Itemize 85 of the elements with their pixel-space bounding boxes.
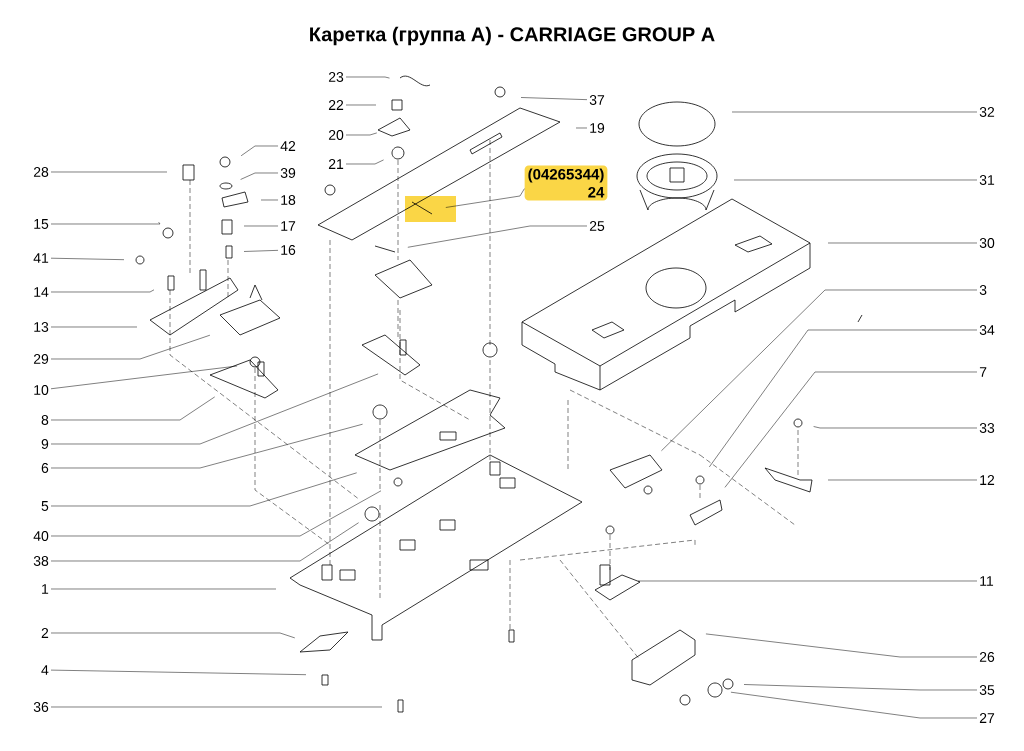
leader-line [50, 257, 125, 260]
callout-number: 6 [41, 463, 49, 473]
leader-line [705, 633, 978, 658]
leader-line [709, 329, 978, 468]
leader-line [813, 426, 978, 429]
callout-number: 39 [280, 168, 296, 178]
leader-line [345, 132, 378, 136]
callout-number: 34 [979, 325, 995, 335]
leader-line [827, 479, 978, 481]
leader-line [50, 326, 138, 328]
callout-number: 12 [980, 475, 995, 485]
leader-line [445, 188, 525, 208]
callout-number: 1 [42, 584, 49, 594]
callout-number: 13 [34, 322, 49, 332]
leader-line [50, 588, 277, 590]
callout-number: 22 [328, 100, 344, 110]
callout-number: 33 [979, 423, 995, 433]
callout-number: 30 [979, 238, 995, 248]
callout-number: 29 [33, 354, 49, 364]
leader-line [240, 145, 279, 157]
leader-line [50, 396, 215, 421]
callout-number: 37 [589, 95, 605, 105]
leader-line [345, 76, 390, 79]
leader-line [743, 684, 978, 691]
callout-number: 31 [979, 175, 995, 185]
callout-number: 5 [41, 501, 49, 511]
callout-number: 41 [33, 253, 49, 263]
callout-number: 21 [328, 159, 344, 169]
callout-number: 42 [280, 141, 296, 151]
callout-number: 16 [281, 245, 296, 255]
leader-line [260, 199, 279, 201]
callout-number: 2 [41, 628, 49, 638]
callout-number: 19 [590, 123, 605, 133]
callout-number: 11 [980, 576, 994, 586]
leader-line [661, 289, 978, 452]
callout-number: 9 [41, 439, 49, 449]
leader-line [50, 522, 359, 562]
leader-line [575, 127, 588, 129]
leader-line [50, 472, 357, 507]
callout-number: 14 [34, 287, 49, 297]
callout-number: 35 [979, 685, 995, 695]
leader-line [50, 365, 238, 389]
leader-line [50, 289, 155, 293]
callout-number: 23 [328, 72, 344, 82]
callout-number: 26 [979, 652, 995, 662]
callout-number: 38 [33, 556, 49, 566]
leader-line [50, 423, 363, 469]
callout-number: 3 [979, 285, 987, 295]
highlighted-callout: (04265344) 24 [524, 165, 608, 201]
callout-number: 7 [979, 367, 987, 377]
leader-line [50, 632, 296, 639]
callout-number: 40 [33, 531, 49, 541]
leader-line [827, 242, 978, 244]
leader-line [724, 371, 978, 488]
callout-number: 18 [281, 195, 296, 205]
callout-number: 4 [41, 665, 49, 675]
leader-line [50, 706, 383, 708]
leader-line [240, 172, 279, 180]
callout-number: 32 [979, 107, 995, 117]
leader-line [345, 104, 377, 106]
leader-line [731, 111, 978, 113]
callout-number: 8 [41, 415, 49, 425]
callout-number: 17 [281, 221, 296, 231]
leader-line [243, 250, 279, 252]
leader-line [730, 691, 978, 719]
leader-line [50, 669, 307, 675]
leader-line [407, 225, 588, 248]
leader-line [50, 373, 379, 445]
callout-number: 28 [33, 167, 49, 177]
title: Каретка (группа А) - CARRIAGE GROUP A [310, 26, 715, 46]
leader-line [243, 225, 279, 227]
callout-number: 20 [328, 130, 344, 140]
leader-line [520, 97, 588, 100]
callout-number: 27 [979, 713, 995, 723]
leader-line [345, 159, 384, 165]
callout-number: 15 [34, 219, 49, 229]
leader-line [733, 179, 978, 181]
leader-line [50, 221, 161, 225]
leader-line [50, 334, 211, 360]
leader-line [50, 171, 168, 173]
callout-number: 25 [589, 221, 605, 231]
callout-number: 36 [33, 702, 49, 712]
leader-line [637, 580, 978, 582]
callout-number: 10 [34, 385, 49, 395]
leader-line [50, 490, 382, 537]
